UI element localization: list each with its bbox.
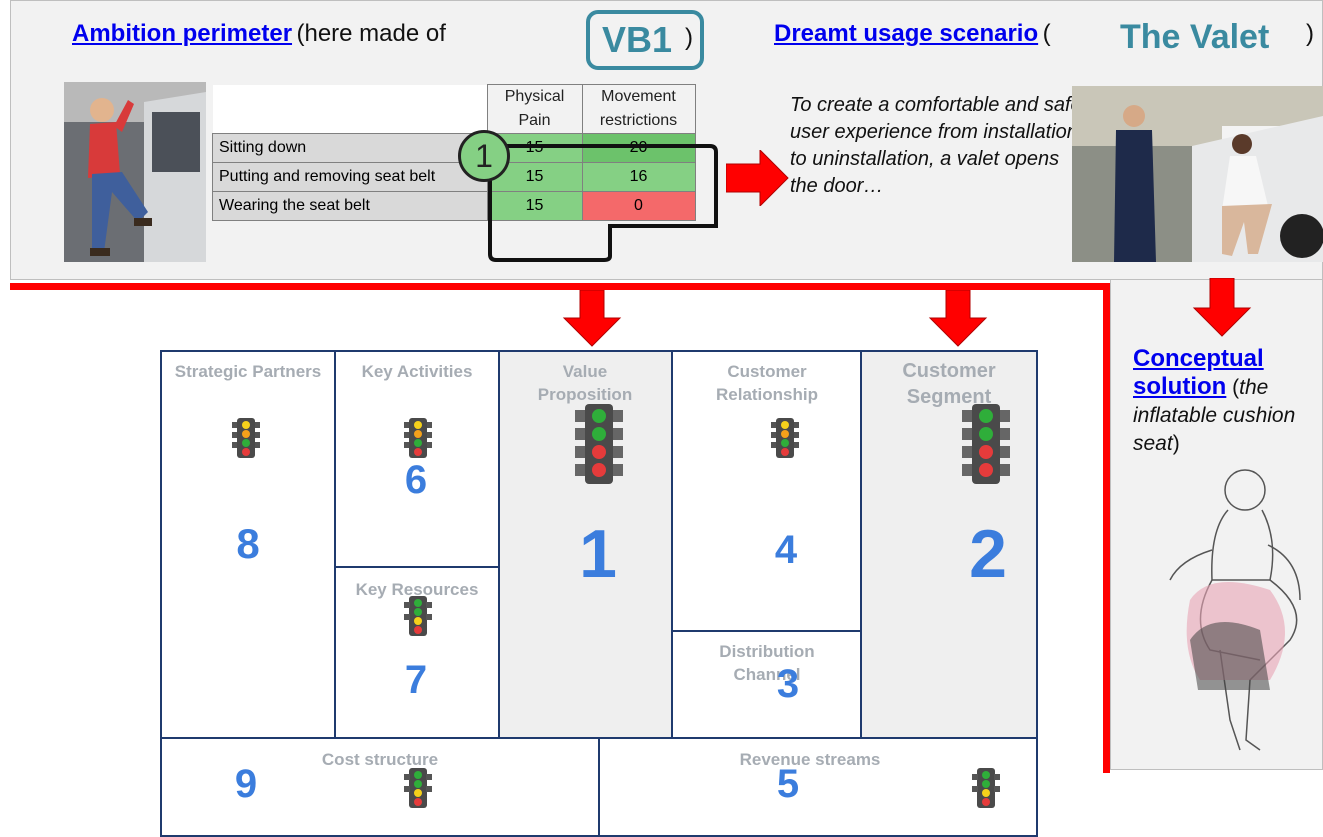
- activity-cell: Putting and removing seat belt: [212, 162, 488, 192]
- table-corner: [212, 84, 488, 134]
- number-strategic-partners: 8: [236, 520, 260, 567]
- red-boundary-vertical: [1103, 283, 1110, 773]
- vb1-close-paren: ): [685, 24, 693, 51]
- traffic-light-icon: [962, 404, 1010, 484]
- header-movement-line1: Movement: [601, 88, 676, 105]
- traffic-light-icon: [972, 768, 1000, 808]
- number-key-resources: 7: [404, 658, 428, 702]
- traffic-light-icon: [771, 418, 799, 458]
- movement-cell: 0: [581, 191, 696, 221]
- red-arrow-icon: [1192, 278, 1252, 337]
- dreamt-usage-scenario-link[interactable]: Dreamt usage scenario: [774, 20, 1039, 47]
- header-physical-pain-line2: Pain: [518, 112, 551, 129]
- traffic-light-icon: [404, 768, 432, 808]
- red-arrow-icon: [726, 150, 789, 206]
- activity-cell: Sitting down: [212, 133, 488, 163]
- ambition-heading-rest: (here made of: [296, 20, 446, 47]
- number-value-proposition: 1: [579, 516, 617, 592]
- number-distribution-channel: 3: [776, 662, 800, 706]
- traffic-light-icon: [404, 596, 432, 636]
- ambition-highlight-outline: [488, 144, 718, 262]
- number-key-activities: 6: [404, 458, 428, 502]
- table-row: Wearing the seat belt 15 0: [212, 191, 696, 221]
- label-distribution-channel: Distribution Channel: [719, 642, 815, 684]
- number-customer-segment: 2: [969, 516, 1007, 592]
- traffic-light-icon: [232, 418, 260, 458]
- scenario-close-paren: ): [1306, 20, 1314, 47]
- ambition-table: Physical Pain Movement restrictions Sitt…: [212, 84, 696, 221]
- movement-cell: 16: [581, 162, 696, 192]
- vb1-badge: VB1: [586, 10, 704, 70]
- cell-revenue-streams: [598, 737, 1038, 837]
- header-physical-pain-line1: Physical: [504, 88, 565, 105]
- red-arrow-icon: [928, 290, 988, 347]
- traffic-light-icon: [575, 404, 623, 484]
- number-customer-relationship: 4: [774, 528, 798, 572]
- traffic-light-icon: [404, 418, 432, 458]
- concept-description: the inflatable cushion seat: [1133, 376, 1296, 455]
- number-cost-structure: 9: [234, 762, 258, 806]
- label-cost-structure: Cost structure: [321, 750, 439, 769]
- label-value-proposition: Value Proposition: [537, 362, 633, 404]
- red-arrow-icon: [562, 290, 622, 347]
- activity-cell: Wearing the seat belt: [212, 191, 488, 221]
- label-key-resources: Key Resources: [355, 580, 479, 599]
- label-customer-relationship: Customer Relationship: [715, 362, 818, 404]
- header-movement-restrictions: Movement restrictions: [581, 84, 696, 134]
- scenario-open-paren: (: [1042, 20, 1051, 47]
- ambition-table-wrap: Physical Pain Movement restrictions Sitt…: [212, 84, 696, 221]
- label-strategic-partners: Strategic Partners: [174, 362, 322, 381]
- label-key-activities: Key Activities: [361, 362, 473, 381]
- car-entry-photo: [64, 82, 206, 262]
- scenario-heading: Dreamt usage scenario (: [774, 20, 1051, 48]
- cushion-seat-sketch: [1169, 469, 1301, 751]
- valet-photo: [1072, 86, 1323, 262]
- pain-cell: 15: [486, 191, 583, 221]
- conceptual-solution-link-line2[interactable]: solution: [1133, 373, 1227, 400]
- label-revenue-streams: Revenue streams: [739, 750, 881, 769]
- ambition-heading: Ambition perimeter (here made of: [72, 20, 446, 48]
- scenario-description: To create a comfortable and safe user ex…: [790, 94, 1082, 197]
- concept-close-paren: ): [1172, 432, 1180, 455]
- red-boundary-horizontal: [10, 283, 1110, 290]
- number-revenue-streams: 5: [776, 762, 800, 806]
- conceptual-solution-block: Conceptual solution (the inflatable cush…: [1133, 345, 1313, 458]
- priority-circle: 1: [458, 130, 510, 182]
- concept-open-paren: (: [1232, 376, 1240, 399]
- valet-title: The Valet: [1120, 18, 1270, 56]
- ambition-perimeter-link[interactable]: Ambition perimeter: [72, 20, 293, 47]
- header-movement-line2: restrictions: [599, 112, 678, 129]
- conceptual-solution-link-line1[interactable]: Conceptual: [1133, 345, 1264, 372]
- header-physical-pain: Physical Pain: [486, 84, 583, 134]
- label-customer-segment: Customer Segment: [902, 360, 996, 408]
